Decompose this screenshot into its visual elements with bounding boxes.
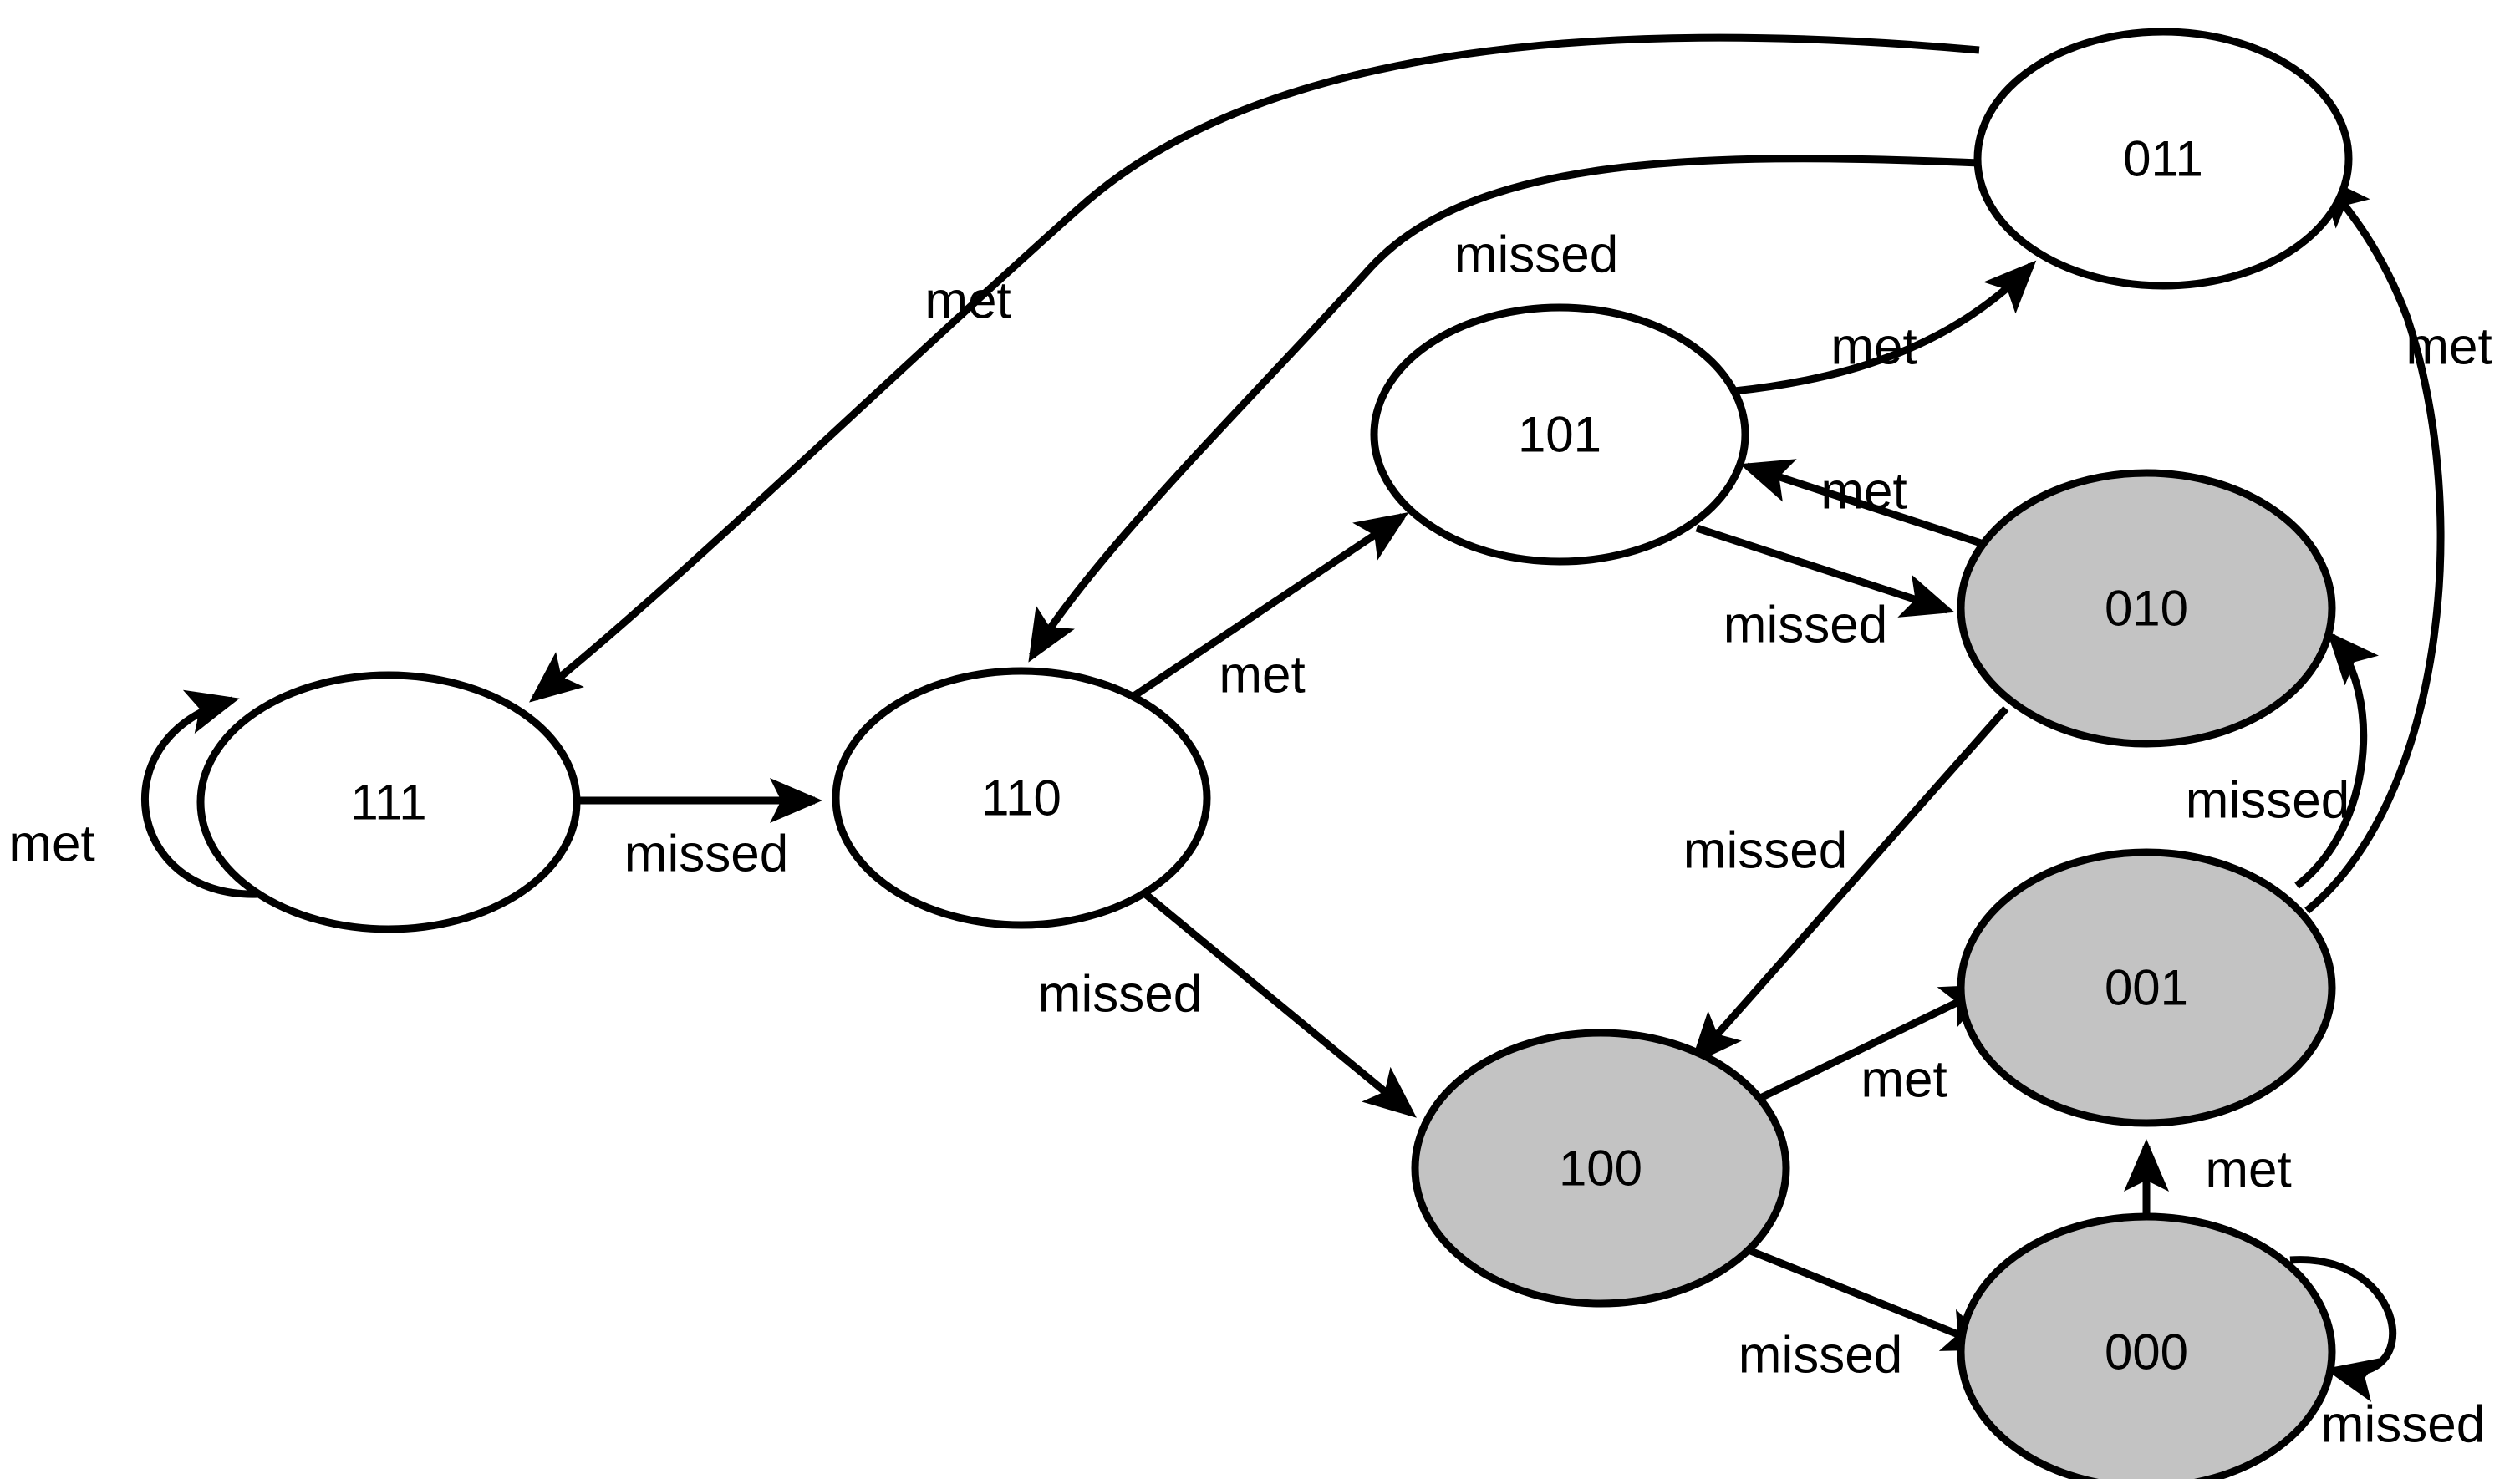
edge-path-010-100 — [1690, 706, 2009, 1065]
state-node-000[interactable]: 000 — [1957, 1212, 2336, 1479]
state-node-011[interactable]: 011 — [1973, 28, 2353, 290]
nodes-layer: 111 110 101 011 010 001 — [196, 28, 2353, 1479]
state-node-100[interactable]: 100 — [1411, 1029, 1790, 1308]
edge-label-101-011: met — [1830, 318, 1917, 376]
edge-100-to-000: missed — [1739, 1243, 1997, 1385]
edge-label-100-001: met — [1861, 1051, 1947, 1109]
state-node-001[interactable]: 001 — [1957, 848, 2336, 1127]
edge-label-101-010: missed — [1723, 597, 1887, 654]
state-node-101-label: 101 — [1518, 407, 1601, 463]
edge-path-011-111 — [528, 33, 1980, 703]
state-node-000-label: 000 — [2105, 1324, 2188, 1380]
state-node-110-label: 110 — [981, 770, 1061, 826]
state-node-010[interactable]: 010 — [1957, 469, 2336, 748]
state-node-110[interactable]: 110 — [832, 667, 1211, 929]
edge-101-to-010: missed — [1695, 524, 1955, 654]
state-node-111[interactable]: 111 — [196, 671, 581, 933]
edge-001-to-011: met — [2304, 174, 2492, 914]
state-node-000-shape[interactable] — [1957, 1212, 2336, 1479]
edge-label-110-100: missed — [1038, 966, 1202, 1024]
edge-101-to-011: met — [1733, 260, 2037, 395]
edge-label-110-101: met — [1219, 647, 1305, 704]
edge-path-110-101 — [1133, 511, 1409, 699]
edge-110-to-101: met — [1133, 511, 1409, 704]
edge-path-011-110 — [1028, 155, 1980, 663]
edge-111-to-110: missed — [577, 778, 822, 883]
edge-000-to-000: missed — [2289, 1256, 2485, 1454]
state-node-101-shape[interactable] — [1370, 303, 1749, 566]
state-node-010-shape[interactable] — [1957, 469, 2336, 748]
edge-010-to-101: met — [1739, 459, 1983, 547]
edge-label-001-011: met — [2405, 318, 2492, 376]
edge-path-000-000 — [2289, 1256, 2397, 1402]
edge-path-110-100 — [1141, 889, 1417, 1118]
edge-label-001-010: missed — [2186, 772, 2349, 830]
state-node-111-label: 111 — [350, 775, 426, 831]
edge-path-101-010 — [1695, 524, 1955, 618]
state-node-011-shape[interactable] — [1973, 28, 2353, 290]
edge-label-111-110: missed — [624, 826, 788, 883]
state-node-011-label: 011 — [2123, 131, 2203, 187]
edge-111-to-111: met — [8, 689, 258, 898]
edges-layer: met missed met missed met — [8, 33, 2492, 1454]
edge-100-to-001: met — [1752, 983, 1995, 1109]
state-node-100-shape[interactable] — [1411, 1029, 1790, 1308]
state-node-111-shape[interactable] — [196, 671, 581, 933]
edge-label-010-100: missed — [1683, 822, 1847, 880]
edge-path-010-101 — [1739, 459, 1983, 547]
state-node-001-shape[interactable] — [1957, 848, 2336, 1127]
edge-001-to-010: missed — [2186, 631, 2379, 889]
edge-label-100-000: missed — [1739, 1327, 1902, 1385]
edge-label-010-101: met — [1820, 463, 1907, 521]
edge-label-011-111: met — [924, 272, 1011, 330]
edge-path-001-010 — [2294, 631, 2379, 889]
edge-010-to-100: missed — [1683, 706, 2009, 1065]
edge-label-000-000: missed — [2321, 1396, 2485, 1454]
state-node-100-label: 100 — [1559, 1141, 1642, 1197]
edge-path-101-011 — [1733, 260, 2037, 395]
edge-110-to-100: missed — [1038, 889, 1417, 1118]
state-node-101[interactable]: 101 — [1370, 303, 1749, 566]
edge-label-011-110: missed — [1454, 226, 1618, 284]
state-node-110-shape[interactable] — [832, 667, 1211, 929]
edge-label-111-111: met — [8, 816, 94, 873]
edge-path-100-001 — [1752, 983, 1995, 1105]
edge-011-to-111: met — [528, 33, 1980, 703]
edge-label-000-001: met — [2205, 1141, 2291, 1199]
state-node-010-label: 010 — [2105, 581, 2188, 637]
edge-path-111-111 — [141, 689, 258, 898]
edge-path-001-011 — [2304, 174, 2445, 914]
edge-000-to-001: met — [2124, 1139, 2292, 1218]
edge-011-to-110: missed — [1028, 155, 1980, 663]
edge-path-100-000 — [1739, 1243, 1997, 1351]
state-node-001-label: 001 — [2105, 960, 2188, 1016]
